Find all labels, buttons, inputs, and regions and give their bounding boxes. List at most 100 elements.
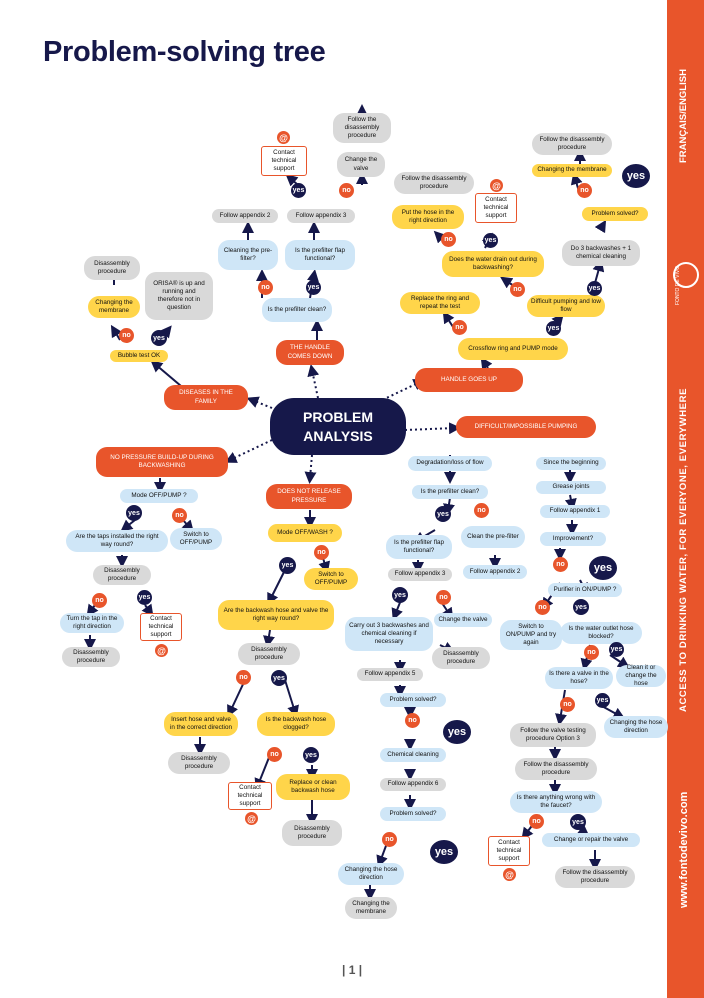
at-icon: @ — [155, 644, 168, 657]
replace-ring-node: Replace the ring and repeat the test — [400, 292, 480, 314]
disassembly-node: Disassembly procedure — [238, 643, 300, 665]
yes-badge: yes — [291, 183, 306, 198]
purifier-on-pump-node: Purifier in ON/PUMP ? — [548, 583, 622, 597]
no-badge: no — [382, 832, 397, 847]
no-pressure-node: NO PRESSURE BUILD-UP DURING BACKWASHING — [96, 447, 228, 477]
change-valve-node: Change the valve — [337, 152, 385, 177]
diseases-node: DISEASES IN THE FAMILY — [164, 385, 248, 410]
yes-badge: yes — [546, 321, 561, 336]
yes-badge: yes — [573, 599, 589, 615]
prefilter-clean-node: Is the prefilter clean? — [412, 485, 488, 499]
handle-down-node: THE HANDLE COMES DOWN — [276, 340, 344, 365]
follow-appendix-2-node: Follow appendix 2 — [212, 209, 278, 223]
at-icon: @ — [245, 812, 258, 825]
contact-support-node: Contact technical support — [488, 836, 530, 866]
chemical-cleaning-node: Chemical cleaning — [380, 748, 446, 762]
no-badge: no — [577, 183, 592, 198]
difficult-pumping-node: DIFFICULT/IMPOSSIBLE PUMPING — [456, 416, 596, 438]
handle-up-node: HANDLE GOES UP — [415, 368, 523, 392]
valve-in-hose-node: Is there a valve in the hose? — [545, 667, 613, 689]
changing-hose-direction-node: Changing the hose direction — [604, 716, 668, 738]
yes-badge: yes — [595, 693, 610, 708]
contact-support-node: Contact technical support — [261, 146, 307, 176]
yes-badge: yes — [589, 556, 617, 580]
backwash-clogged-node: Is the backwash hose clogged? — [257, 712, 335, 736]
contact-support-node: Contact technical support — [140, 613, 182, 641]
no-badge: no — [119, 328, 134, 343]
change-repair-valve-node: Change or repair the valve — [542, 833, 640, 847]
taps-installed-node: Are the taps installed the right way rou… — [66, 530, 168, 552]
no-badge: no — [405, 713, 420, 728]
follow-appendix-2-node: Follow appendix 2 — [463, 565, 527, 579]
bubble-test-node: Bubble test OK — [110, 350, 168, 362]
at-icon: @ — [490, 179, 503, 192]
valve-testing-node: Follow the valve testing procedure Optio… — [510, 723, 596, 747]
flap-functional-node: Is the prefilter flap functional? — [386, 535, 452, 559]
no-badge: no — [474, 503, 489, 518]
no-badge: no — [236, 670, 251, 685]
no-badge: no — [436, 590, 451, 605]
no-badge: no — [92, 593, 107, 608]
replace-clean-hose-node: Replace or clean backwash hose — [276, 774, 350, 800]
grease-joints-node: Grease joints — [536, 481, 606, 494]
disassembly-node: Disassembly procedure — [93, 565, 151, 585]
switch-on-pump-node: Switch to ON/PUMP and try again — [500, 620, 562, 650]
since-beginning-node: Since the beginning — [536, 457, 606, 470]
follow-appendix-3-node: Follow appendix 3 — [287, 209, 355, 223]
backwash-hose-valve-node: Are the backwash hose and valve the righ… — [218, 600, 334, 630]
problem-analysis-node: PROBLEM ANALYSIS — [270, 398, 406, 455]
follow-disassembly-node: Follow the disassembly procedure — [333, 113, 391, 143]
no-badge: no — [267, 747, 282, 762]
follow-appendix-6-node: Follow appendix 6 — [380, 778, 446, 791]
no-badge: no — [510, 282, 525, 297]
carry-out-backwashes-node: Carry out 3 backwashes and chemical clea… — [345, 617, 433, 651]
no-badge: no — [314, 545, 329, 560]
yes-badge: yes — [151, 330, 167, 346]
brand-logo-icon — [673, 262, 699, 288]
cleaning-prefilter-node: Cleaning the pre-filter? — [218, 240, 278, 270]
problem-solved-node: Problem solved? — [380, 693, 446, 707]
no-badge: no — [560, 697, 575, 712]
follow-appendix-3-node: Follow appendix 3 — [388, 568, 452, 581]
insert-hose-node: Insert hose and valve in the correct dir… — [164, 712, 238, 736]
no-badge: no — [584, 645, 599, 660]
no-badge: no — [339, 183, 354, 198]
changing-hose-direction-node: Changing the hose direction — [338, 863, 404, 885]
does-not-release-node: DOES NOT RELEASE PRESSURE — [266, 484, 352, 509]
contact-support-node: Contact technical support — [228, 782, 272, 810]
yes-badge: yes — [570, 814, 586, 830]
disassembly-node: Disassembly procedure — [168, 752, 230, 774]
follow-disassembly-node: Follow the disassembly procedure — [532, 133, 612, 155]
no-badge: no — [441, 232, 456, 247]
yes-badge: yes — [587, 281, 602, 296]
disassembly-node: Disassembly procedure — [84, 256, 140, 280]
prefilter-clean-node: Is the prefilter clean? — [262, 298, 332, 322]
difficult-low-flow-node: Difficult pumping and low flow — [527, 295, 605, 317]
yes-badge: yes — [435, 506, 451, 522]
problem-solved-node: Problem solved? — [380, 807, 446, 821]
orisa-running-node: ORISA® is up and running and therefore n… — [145, 272, 213, 320]
yes-badge: yes — [443, 720, 471, 744]
yes-badge: yes — [306, 280, 321, 295]
disassembly-node: Disassembly procedure — [62, 647, 120, 667]
changing-membrane-node: Changing the membrane — [532, 164, 612, 177]
backwashes-cleaning-node: Do 3 backwashes + 1 chemical cleaning — [562, 240, 640, 266]
page-number: | 1 | — [342, 963, 363, 977]
put-hose-node: Put the hose in the right direction — [392, 205, 464, 229]
improvement-node: Improvement? — [540, 532, 606, 546]
anything-wrong-faucet-node: Is there anything wrong with the faucet? — [510, 791, 602, 813]
yes-badge: yes — [483, 233, 498, 248]
outlet-blocked-node: Is the water outlet hose blocked? — [560, 622, 642, 644]
follow-disassembly-node: Follow the disassembly procedure — [555, 866, 635, 888]
turn-tap-node: Turn the tap in the right direction — [60, 613, 124, 633]
yes-badge: yes — [622, 164, 650, 188]
yes-badge: yes — [430, 840, 458, 864]
at-icon: @ — [503, 868, 516, 881]
yes-badge: yes — [137, 590, 152, 605]
changing-membrane-node: Changing the membrane — [345, 897, 397, 919]
disassembly-node: Disassembly procedure — [282, 820, 342, 846]
clean-change-hose-node: Clean it or change the hose — [616, 664, 666, 687]
flap-functional-node: Is the prefilter flap functional? — [285, 240, 355, 270]
no-badge: no — [529, 814, 544, 829]
